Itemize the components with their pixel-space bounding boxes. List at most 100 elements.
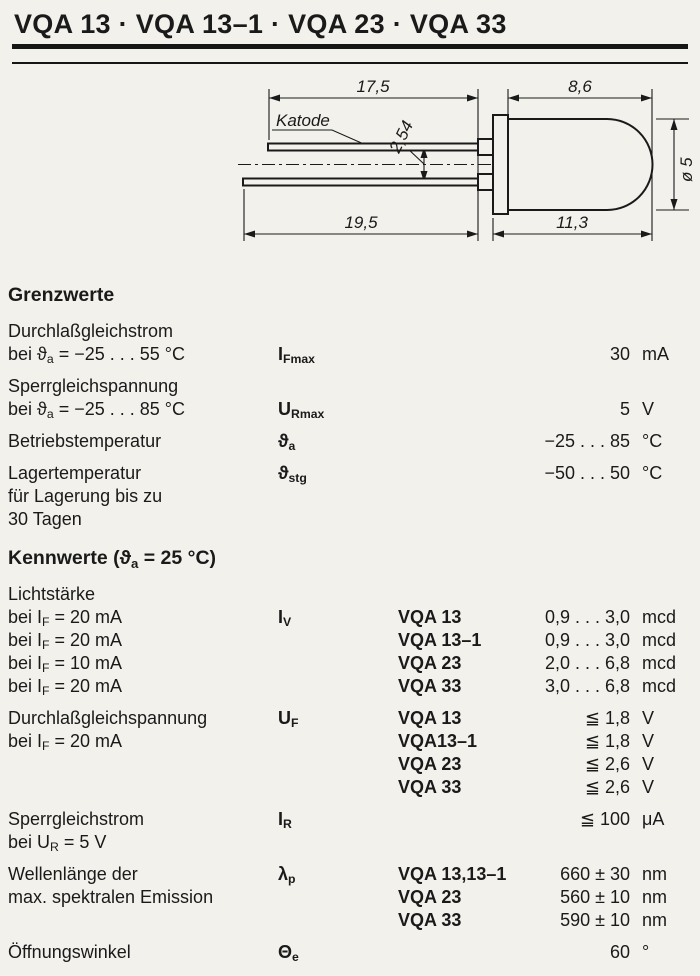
spec-label: bei UR = 5 V xyxy=(8,832,107,855)
spec-type: VQA 13,13–1 xyxy=(398,864,507,884)
spec-row: VQA 23 ≦ 2,6 V xyxy=(8,753,682,776)
spec-label: Sperrgleichstrom xyxy=(8,809,145,829)
lead-stub-top xyxy=(477,138,494,156)
spec-value: ≦ 100 xyxy=(579,809,630,829)
spec-value: ≦ 1,8 xyxy=(584,731,630,751)
spec-unit: °C xyxy=(642,431,663,451)
spec-label: Durchlaßgleichstrom xyxy=(8,321,174,341)
spec-row: Öffnungswinkel Θe 60 ° xyxy=(8,941,682,964)
spec-value: −25 . . . 85 xyxy=(544,431,630,451)
page-header: VQA 13 · VQA 13–1 · VQA 23 · VQA 33 xyxy=(0,0,700,40)
spec-row: für Lagerung bis zu xyxy=(8,485,682,508)
spec-type: VQA 33 xyxy=(398,910,462,930)
spec-row: Sperrgleichstrom IR ≦ 100 μA xyxy=(8,808,682,831)
spec-type: VQA 13 xyxy=(398,607,462,627)
spec-unit: °C xyxy=(642,463,663,483)
spec-label: bei IF = 20 mA xyxy=(8,630,123,653)
spec-symbol: ϑstg xyxy=(278,463,307,486)
spec-unit: nm xyxy=(642,910,668,930)
katode-leader-line xyxy=(272,129,367,146)
spec-value: 5 xyxy=(619,399,630,419)
dim-label-body-bottom: 11,3 xyxy=(556,213,588,232)
spec-label: bei ϑa = −25 . . . 55 °C xyxy=(8,344,185,367)
spec-type: VQA 23 xyxy=(398,754,462,774)
spec-block-sperrgleichstrom: Sperrgleichstrom IR ≦ 100 μA bei UR = 5 … xyxy=(8,808,682,854)
spec-type: VQA 33 xyxy=(398,777,462,797)
spec-type: VQA 33 xyxy=(398,676,462,696)
spec-label: 30 Tagen xyxy=(8,509,82,529)
spec-value: 0,9 . . . 3,0 xyxy=(544,630,630,650)
spec-type: VQA 13 xyxy=(398,708,462,728)
spec-row: Wellenlänge der λp VQA 13,13–1 660 ± 30 … xyxy=(8,863,682,886)
spec-unit: V xyxy=(642,399,655,419)
spec-symbol: ϑa xyxy=(278,431,296,454)
spec-row: bei IF = 20 mA VQA 33 3,0 . . . 6,8 mcd xyxy=(8,675,682,698)
spec-row: Lagertemperatur ϑstg −50 . . . 50 °C xyxy=(8,462,682,485)
spec-row: bei IF = 20 mA VQA 13–1 0,9 . . . 3,0 mc… xyxy=(8,629,682,652)
section-heading-grenzwerte: Grenzwerte xyxy=(8,284,115,306)
spec-value: 30 xyxy=(609,344,630,364)
spec-value: ≦ 2,6 xyxy=(584,777,630,797)
spec-row: 30 Tagen xyxy=(8,508,682,531)
spec-row: Lichtstärke xyxy=(8,583,682,606)
spec-label: Lichtstärke xyxy=(8,584,96,604)
spec-value: 3,0 . . . 6,8 xyxy=(544,676,630,696)
spec-row: bei IF = 10 mA VQA 23 2,0 . . . 6,8 mcd xyxy=(8,652,682,675)
led-dimension-drawing: 17,5 8,6 Katode 2,54 19,5 11,3 ø 5 xyxy=(238,77,696,241)
spec-unit: mcd xyxy=(642,630,677,650)
spec-block-lichtstaerke: Lichtstärke bei IF = 20 mA IV VQA 13 0,9… xyxy=(8,583,682,698)
header-rule-thin xyxy=(12,62,688,64)
page-title: VQA 13 · VQA 13–1 · VQA 23 · VQA 33 xyxy=(14,9,507,39)
spec-symbol: URmax xyxy=(278,399,325,422)
dim-label-diameter: ø 5 xyxy=(677,157,696,182)
dim-label-lead-bottom: 19,5 xyxy=(344,213,378,232)
spec-symbol: λp xyxy=(278,864,296,887)
spec-block-wellenlaenge: Wellenlänge der λp VQA 13,13–1 660 ± 30 … xyxy=(8,863,682,932)
spec-row: Durchlaßgleichspannung UF VQA 13 ≦ 1,8 V xyxy=(8,707,682,730)
spec-label: Wellenlänge der xyxy=(8,864,138,884)
spec-unit: mA xyxy=(642,344,669,364)
spec-block-durchlassgleichstrom: Durchlaßgleichstrom bei ϑa = −25 . . . 5… xyxy=(8,320,682,366)
spec-row: max. spektralen Emission VQA 23 560 ± 10… xyxy=(8,886,682,909)
spec-type: VQA 23 xyxy=(398,653,462,673)
led-flange xyxy=(492,114,509,215)
spec-block-lagertemperatur: Lagertemperatur ϑstg −50 . . . 50 °C für… xyxy=(8,462,682,531)
spec-type: VQA13–1 xyxy=(398,731,478,751)
spec-value: 0,9 . . . 3,0 xyxy=(544,607,630,627)
spec-label: Durchlaßgleichspannung xyxy=(8,708,208,728)
spec-label: max. spektralen Emission xyxy=(8,887,214,907)
spec-unit: mcd xyxy=(642,607,677,627)
spec-unit: mcd xyxy=(642,676,677,696)
spec-row: bei ϑa = −25 . . . 85 °C URmax 5 V xyxy=(8,398,682,421)
spec-row: bei IF = 20 mA IV VQA 13 0,9 . . . 3,0 m… xyxy=(8,606,682,629)
spec-block-durchlassgleichspannung: Durchlaßgleichspannung UF VQA 13 ≦ 1,8 V… xyxy=(8,707,682,799)
spec-value: 590 ± 10 xyxy=(560,910,630,930)
spec-row: bei UR = 5 V xyxy=(8,831,682,854)
lead-bottom xyxy=(242,177,483,187)
spec-value: ≦ 2,6 xyxy=(584,754,630,774)
led-body-dome xyxy=(507,118,654,211)
spec-value: 60 xyxy=(609,942,630,962)
spec-label: bei IF = 10 mA xyxy=(8,653,123,676)
spec-label: bei IF = 20 mA xyxy=(8,731,123,754)
led-component xyxy=(242,114,654,215)
spec-label: Lagertemperatur xyxy=(8,463,142,483)
spec-label: Betriebstemperatur xyxy=(8,431,162,451)
spec-row: bei ϑa = −25 . . . 55 °C IFmax 30 mA xyxy=(8,343,682,366)
spec-value: 2,0 . . . 6,8 xyxy=(544,653,630,673)
katode-label: Katode xyxy=(276,111,330,130)
lead-top xyxy=(267,142,483,152)
spec-unit: nm xyxy=(642,864,668,884)
spec-label: Öffnungswinkel xyxy=(8,942,131,962)
spec-type: VQA 13–1 xyxy=(398,630,482,650)
spec-symbol: IV xyxy=(278,607,292,630)
spec-unit: ° xyxy=(642,942,650,962)
spec-label: für Lagerung bis zu xyxy=(8,486,163,506)
spec-symbol: UF xyxy=(278,708,299,731)
spec-value: ≦ 1,8 xyxy=(584,708,630,728)
spec-unit: V xyxy=(642,708,655,728)
spec-unit: V xyxy=(642,754,655,774)
spec-unit: μA xyxy=(642,809,665,829)
spec-block-oeffnungswinkel: Öffnungswinkel Θe 60 ° xyxy=(8,941,682,964)
